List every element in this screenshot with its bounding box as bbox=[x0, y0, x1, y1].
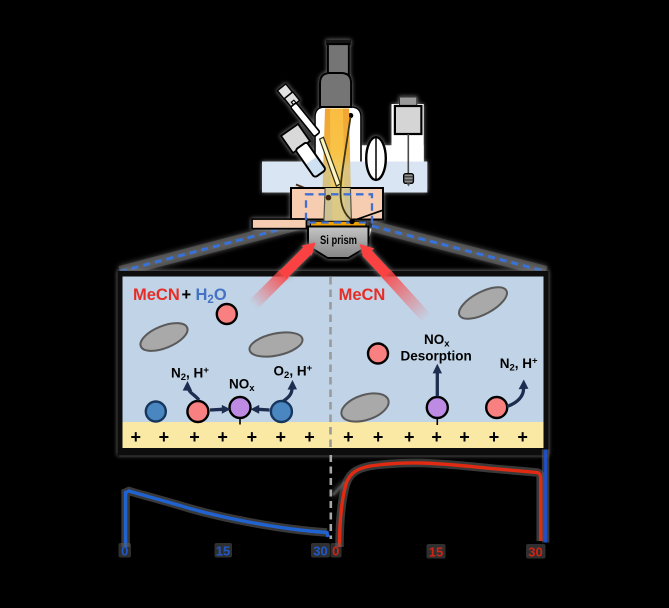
svg-text:15: 15 bbox=[429, 545, 443, 560]
svg-text:Si prism: Si prism bbox=[320, 235, 357, 247]
svg-text:O2, H+: O2, H+ bbox=[274, 363, 313, 381]
svg-text:+: + bbox=[217, 427, 228, 447]
svg-text:+: + bbox=[404, 427, 415, 447]
svg-text:+: + bbox=[189, 427, 200, 447]
svg-text:+: + bbox=[130, 427, 141, 447]
svg-text:+: + bbox=[431, 427, 442, 447]
svg-text:15: 15 bbox=[216, 544, 230, 559]
svg-text:30: 30 bbox=[313, 544, 327, 559]
svg-text:+: + bbox=[343, 427, 354, 447]
svg-text:N2, H+: N2, H+ bbox=[171, 365, 209, 383]
svg-text:N2, H+: N2, H+ bbox=[500, 356, 538, 374]
svg-text:+: + bbox=[247, 427, 258, 447]
svg-text:0: 0 bbox=[332, 544, 339, 559]
svg-text:MeCN: MeCN bbox=[133, 286, 180, 304]
svg-text:+: + bbox=[489, 427, 500, 447]
svg-text:0: 0 bbox=[121, 544, 128, 559]
svg-text:MeCN: MeCN bbox=[339, 286, 386, 304]
svg-text:NOx: NOx bbox=[229, 377, 255, 395]
svg-text:+: + bbox=[459, 427, 470, 447]
svg-text:+: + bbox=[304, 427, 315, 447]
svg-text:+: + bbox=[373, 427, 384, 447]
svg-text:+: + bbox=[517, 427, 528, 447]
svg-text:+: + bbox=[182, 286, 192, 304]
svg-text:30: 30 bbox=[528, 545, 542, 560]
svg-text:+: + bbox=[275, 427, 286, 447]
svg-text:Desorption: Desorption bbox=[401, 349, 472, 364]
svg-text:NOx: NOx bbox=[424, 332, 450, 350]
svg-text:H2O: H2O bbox=[196, 286, 227, 306]
svg-text:+: + bbox=[159, 427, 170, 447]
